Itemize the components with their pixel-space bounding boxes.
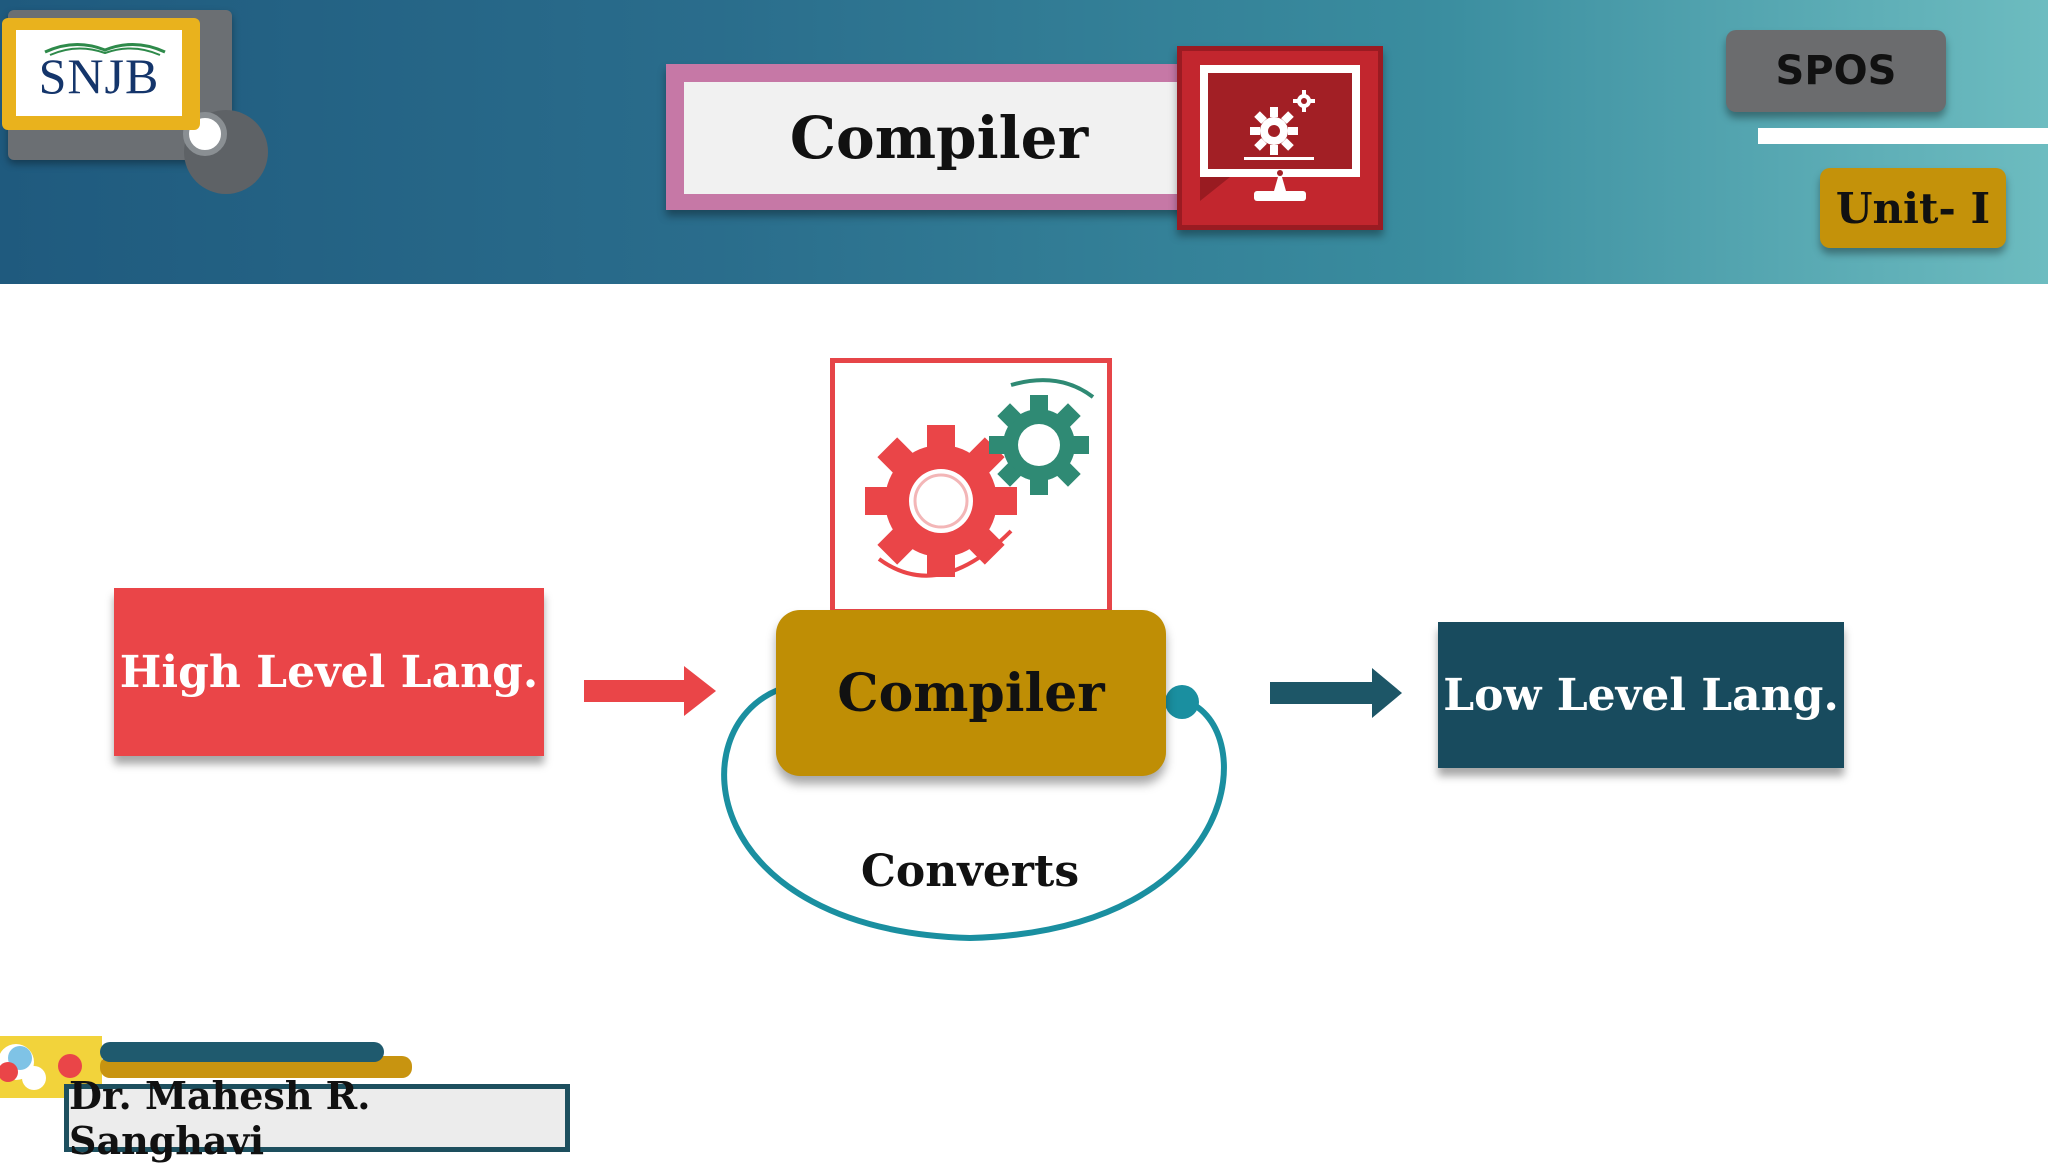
slide-title: Compiler bbox=[789, 104, 1089, 172]
loop-end-dot bbox=[1165, 685, 1199, 719]
logo-panel bbox=[16, 30, 182, 116]
unit-badge: Unit- I bbox=[1820, 168, 2006, 248]
title-panel bbox=[684, 82, 1184, 194]
gears-card bbox=[830, 358, 1112, 614]
gears-icon bbox=[865, 378, 1095, 578]
header-divider bbox=[1758, 128, 2048, 144]
arrow-right-icon bbox=[1270, 668, 1402, 718]
logo-knob-center bbox=[183, 112, 227, 156]
author-name: Dr. Mahesh R. Sanghavi bbox=[64, 1073, 570, 1163]
logo-book-icon bbox=[44, 43, 166, 56]
arrow-right-icon bbox=[584, 666, 716, 716]
converts-label: Converts bbox=[860, 846, 1080, 897]
subject-badge: SPOS bbox=[1726, 30, 1946, 112]
compiler-box: Compiler bbox=[776, 610, 1166, 776]
logo-text: SNJB bbox=[38, 48, 160, 104]
high-level-language-box: High Level Lang. bbox=[114, 588, 544, 756]
monitor-gear-icon bbox=[1177, 46, 1383, 230]
monitor-icon bbox=[1200, 65, 1360, 201]
low-level-language-box: Low Level Lang. bbox=[1438, 622, 1844, 768]
footer-accent-bar bbox=[100, 1042, 384, 1062]
decorative-dots bbox=[0, 1036, 102, 1098]
